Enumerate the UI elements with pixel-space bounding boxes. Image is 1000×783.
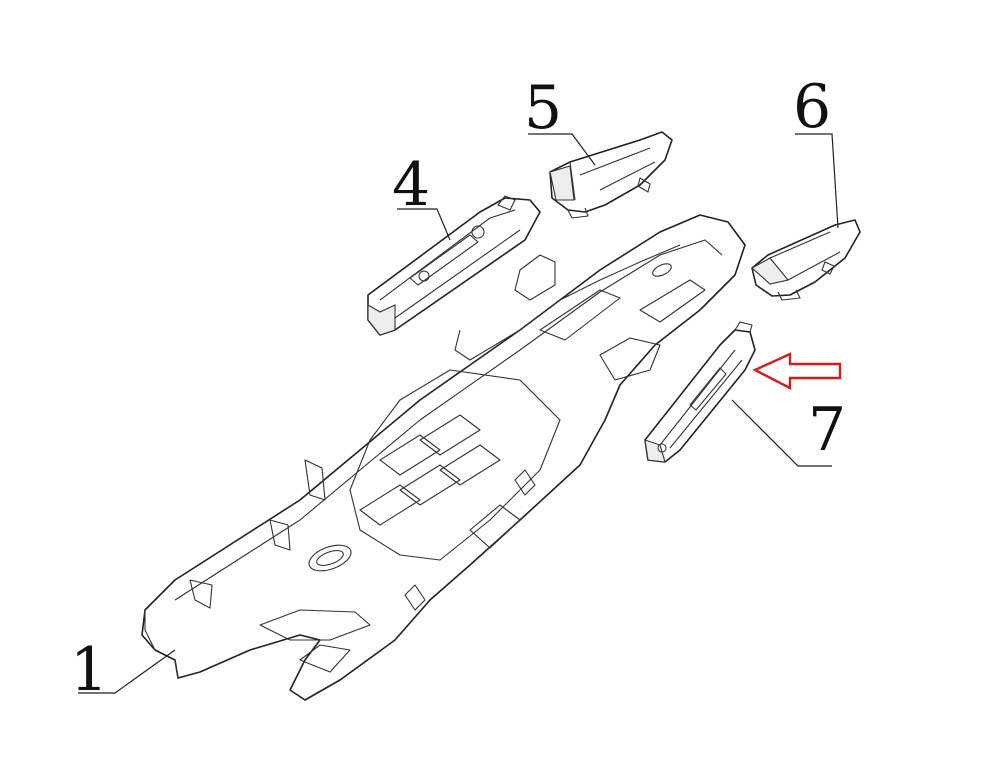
part-1-chassis bbox=[141, 214, 746, 701]
highlight-arrow-icon bbox=[752, 352, 842, 390]
callout-7: 7 bbox=[808, 395, 846, 465]
leader-5 bbox=[528, 133, 596, 166]
part-7-side-rail bbox=[644, 321, 756, 463]
leader-4 bbox=[397, 208, 451, 241]
callout-6: 6 bbox=[793, 72, 831, 142]
leader-1 bbox=[78, 649, 176, 694]
part-4-side-rail bbox=[367, 195, 541, 336]
callout-5: 5 bbox=[524, 73, 562, 143]
leader-lines bbox=[78, 133, 839, 694]
part-6-light-housing bbox=[751, 219, 861, 301]
leader-6 bbox=[795, 133, 839, 229]
leader-7 bbox=[731, 399, 832, 467]
callout-1: 1 bbox=[70, 635, 108, 705]
part-5-light-housing bbox=[549, 131, 673, 219]
callout-4: 4 bbox=[392, 150, 430, 220]
